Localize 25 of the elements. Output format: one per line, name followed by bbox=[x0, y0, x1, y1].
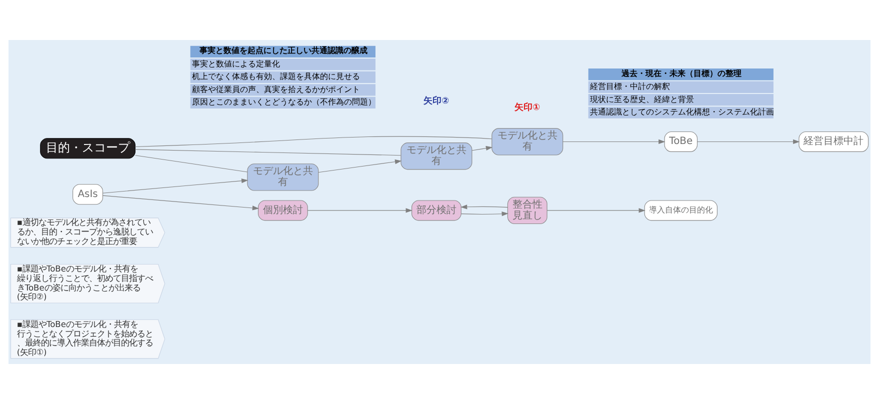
arrow bbox=[318, 159, 402, 173]
arrow bbox=[460, 204, 508, 210]
node-box: モデル化と共有 bbox=[400, 142, 472, 170]
node-box: 部分検討 bbox=[412, 200, 462, 221]
arrow bbox=[697, 139, 800, 144]
connector bbox=[135, 155, 248, 172]
arrow bbox=[472, 146, 493, 151]
node-box: AsIs bbox=[72, 184, 104, 205]
node-box: 個別検討 bbox=[258, 200, 308, 221]
arrow bbox=[461, 212, 508, 216]
arrow bbox=[562, 139, 666, 144]
node-box: モデル化と共有 bbox=[492, 128, 564, 156]
label: 矢印① bbox=[514, 103, 540, 114]
node-box: モデル化と共有 bbox=[247, 164, 319, 191]
node-box: 目的・スコープ bbox=[40, 138, 136, 159]
connector bbox=[134, 149, 402, 156]
arrow bbox=[102, 178, 248, 194]
node-box: 整合性見直し bbox=[507, 196, 548, 224]
node-box: 経営目標中計 bbox=[798, 131, 869, 152]
arrow bbox=[546, 208, 646, 213]
node-box: ToBe bbox=[664, 131, 698, 152]
arrow bbox=[102, 195, 260, 210]
label: 矢印② bbox=[424, 96, 450, 106]
arrow bbox=[307, 208, 412, 213]
connector bbox=[134, 136, 492, 148]
